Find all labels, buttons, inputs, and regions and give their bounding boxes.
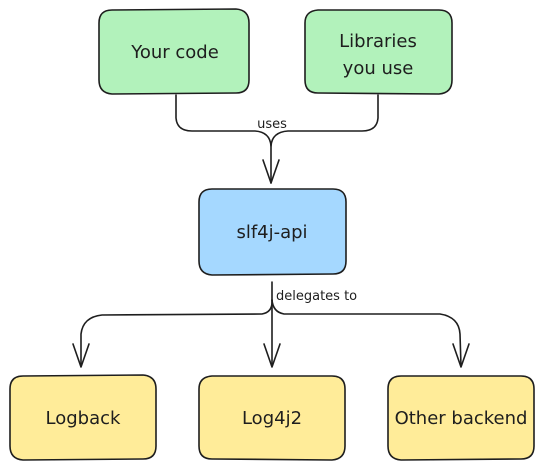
node-your-code-label: Your code bbox=[130, 42, 219, 63]
node-log4j2: Log4j2 bbox=[198, 375, 346, 461]
edge-uses-label: uses bbox=[257, 117, 287, 132]
node-libraries: Libraries you use bbox=[304, 9, 453, 95]
node-logback-label: Logback bbox=[46, 408, 122, 429]
node-slf4j-api-label: slf4j-api bbox=[236, 222, 307, 243]
node-other-backend-box bbox=[387, 375, 535, 461]
edge-delegates-arrowhead-right bbox=[452, 343, 470, 368]
node-log4j2-box bbox=[198, 375, 346, 461]
edge-delegates-arrowhead-center bbox=[263, 343, 281, 368]
node-other-backend-label: Other backend bbox=[395, 408, 528, 429]
node-logback-box bbox=[9, 374, 157, 461]
edge-uses: uses bbox=[175, 94, 379, 184]
node-libraries-label-line1: Libraries bbox=[339, 31, 417, 52]
node-slf4j-api-box bbox=[198, 188, 347, 276]
edge-delegates-label: delegates to bbox=[276, 289, 357, 304]
node-other-backend: Other backend bbox=[387, 375, 535, 461]
edge-delegates-right bbox=[271, 299, 462, 367]
node-logback: Logback bbox=[9, 374, 157, 461]
edge-delegates-arrowhead-left bbox=[72, 343, 90, 368]
edge-delegates-to: delegates to bbox=[72, 281, 470, 368]
edge-uses-brace bbox=[175, 94, 272, 184]
node-slf4j-api: slf4j-api bbox=[198, 188, 347, 276]
node-your-code-box bbox=[98, 8, 250, 95]
edge-delegates-trunk bbox=[80, 281, 273, 367]
node-your-code: Your code bbox=[98, 8, 250, 95]
edge-uses-arrowhead bbox=[262, 159, 280, 184]
node-libraries-box bbox=[304, 9, 453, 95]
edge-uses-brace-right bbox=[270, 94, 379, 147]
node-libraries-label-line2: you use bbox=[343, 58, 414, 79]
node-log4j2-label: Log4j2 bbox=[242, 408, 302, 429]
